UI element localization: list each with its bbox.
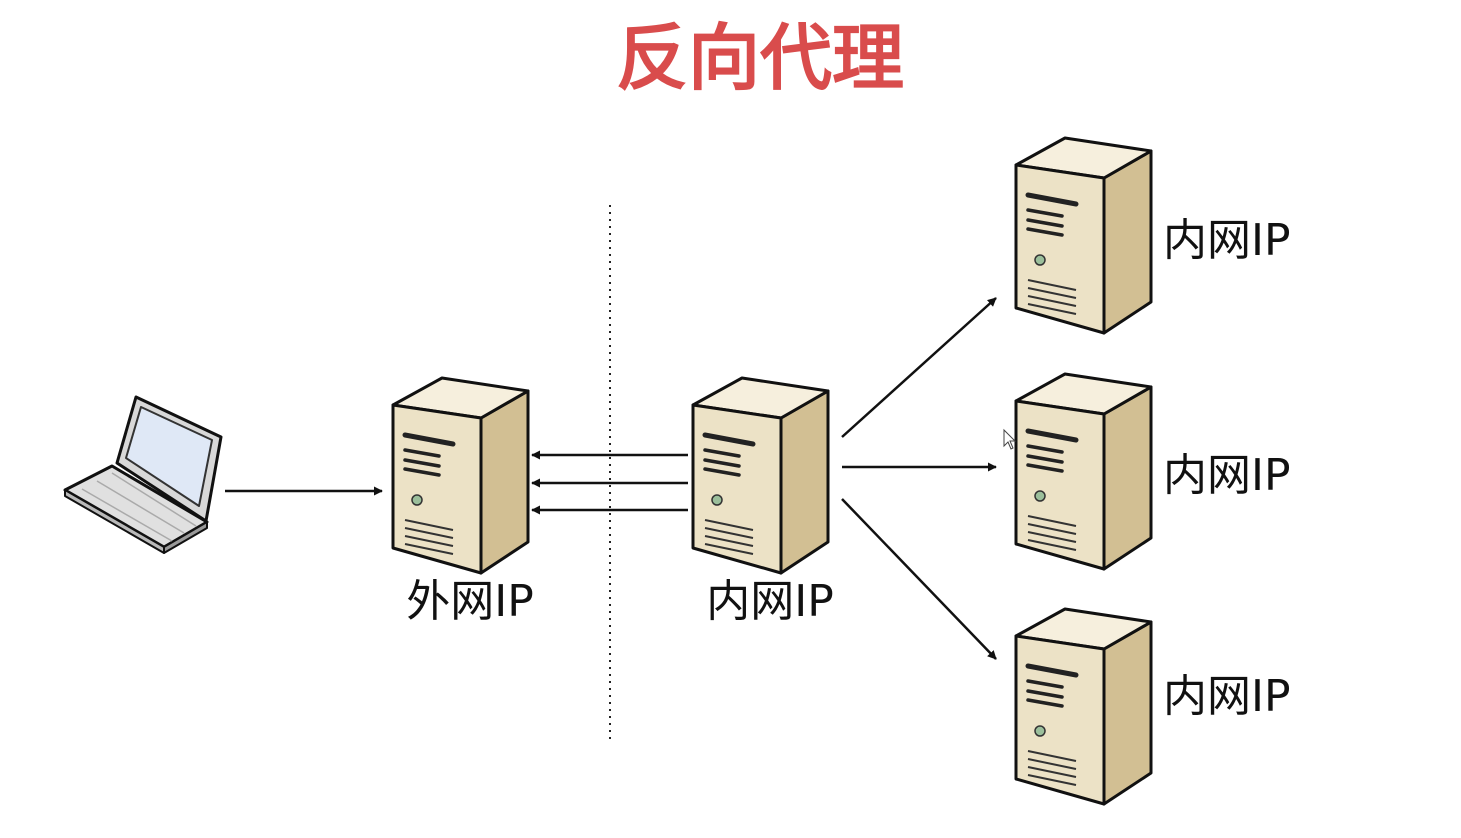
backend-server-icon-3	[1016, 609, 1151, 804]
backend-server-label-3: 内网IP	[1163, 671, 1291, 722]
gateway-server-label: 内网IP	[706, 576, 834, 627]
backend-server-icon-2	[1016, 374, 1151, 569]
gateway-server-icon	[693, 378, 828, 573]
arrow-gateway-to-backend-3	[841, 498, 997, 660]
laptop-icon	[63, 395, 223, 555]
backend-server-label-2: 内网IP	[1163, 450, 1291, 501]
mouse-cursor-icon	[1003, 428, 1017, 450]
diagram-title: 反向代理	[616, 16, 904, 100]
backend-server-label-1: 内网IP	[1163, 215, 1291, 266]
backend-server-icon-1	[1016, 138, 1151, 333]
proxy-server-icon	[393, 378, 528, 573]
arrow-gateway-to-backend-1	[841, 297, 997, 438]
proxy-server-label: 外网IP	[406, 576, 534, 627]
